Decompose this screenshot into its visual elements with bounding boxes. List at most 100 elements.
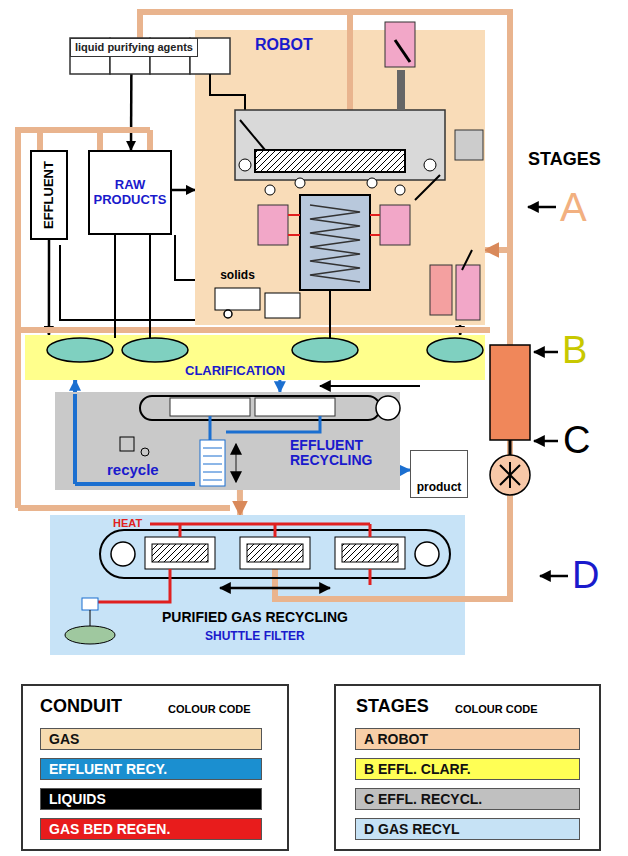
legend-swatch: D GAS RECYL xyxy=(355,818,580,840)
illustration-circle xyxy=(376,396,400,420)
illustration-rect xyxy=(380,205,410,245)
legend-swatch: C EFFL. RECYCL. xyxy=(355,788,580,810)
illustration-rect xyxy=(100,530,450,578)
illustration-path xyxy=(288,215,380,235)
illustration-circle xyxy=(424,159,436,171)
illustration-circle xyxy=(239,159,251,171)
illustration-path xyxy=(462,250,472,270)
illustration-path xyxy=(18,505,230,511)
illustration-circle xyxy=(111,542,135,566)
illustration-path xyxy=(528,206,556,209)
node-text: EFFLUENT RECYCLING xyxy=(290,438,400,469)
label-text: HEAT xyxy=(113,517,142,529)
illustration-rect xyxy=(255,150,405,172)
illustration-path xyxy=(140,12,510,345)
illustration-rect xyxy=(215,288,260,310)
illustration-path xyxy=(534,440,558,443)
illustration-path xyxy=(500,462,520,488)
illustration-rect xyxy=(456,265,480,320)
gas-column xyxy=(490,345,530,495)
legend-swatch: GAS BED REGEN. xyxy=(40,818,262,840)
label-text: STAGES xyxy=(356,697,429,717)
legend-text: C EFFL. RECYCL. xyxy=(364,791,482,807)
illustration-path xyxy=(75,394,195,484)
effluent-tank: EFFLUENT xyxy=(30,150,68,240)
legend-text: A ROBOT xyxy=(364,731,428,747)
illustration-path xyxy=(203,448,222,480)
conduit-connector xyxy=(48,240,51,335)
legend-text: LIQUIDS xyxy=(49,791,106,807)
illustration-path xyxy=(540,575,568,578)
illustration-rect xyxy=(335,537,405,569)
illustration-circle xyxy=(295,178,305,188)
recycling-panel xyxy=(55,392,400,490)
label-text: COLOUR CODE xyxy=(168,703,251,715)
illustration-rect xyxy=(82,598,98,610)
robot-stage-ground xyxy=(195,30,485,325)
illustration-circle xyxy=(367,178,377,188)
clarification-stage: CLARIFICATION xyxy=(25,335,485,380)
illustration-rect xyxy=(265,293,300,318)
illustration-path xyxy=(329,290,331,338)
gas-panel xyxy=(50,515,465,655)
legend-text: EFFLUENT RECY. xyxy=(49,761,167,777)
label-text: COLOUR CODE xyxy=(455,703,538,715)
product-box: product xyxy=(410,450,468,498)
raw-products-tanks: RAW PRODUCTS xyxy=(88,150,172,235)
node-text: product xyxy=(417,481,462,494)
agent-box: liquid purifying agents xyxy=(70,38,198,57)
gas-conduit xyxy=(18,12,510,599)
illustration-ellipse xyxy=(292,338,358,362)
legend-swatch: LIQUIDS xyxy=(40,788,262,810)
legend-text: GAS BED REGEN. xyxy=(49,821,170,837)
clarifier-tanks xyxy=(47,338,483,362)
conduit-connector xyxy=(400,469,410,472)
illustration-path xyxy=(18,327,490,333)
illustration-rect xyxy=(342,544,398,562)
gas-recycling-stage: PURIFIED GAS RECYCLING SHUTTLE FILTER xyxy=(50,515,465,655)
illustration-circle xyxy=(224,310,232,318)
illustration-rect xyxy=(145,537,215,569)
illustration-rect xyxy=(235,110,445,180)
label-text: CONDUIT xyxy=(40,697,122,717)
agent-tanks xyxy=(70,38,230,74)
node-text: ROBOT xyxy=(255,36,313,54)
illustration-rect xyxy=(490,345,530,440)
legend-swatch: B EFFL. CLARF. xyxy=(355,758,580,780)
illustration-ellipse xyxy=(122,338,188,362)
illustration-path xyxy=(90,524,370,602)
node-text: liquid purifying agents xyxy=(75,41,193,53)
illustration-rect xyxy=(455,130,483,160)
stage-letter: D xyxy=(572,555,599,597)
node-text: PURIFIED GAS RECYCLING xyxy=(162,610,348,625)
illustration-path xyxy=(395,40,410,62)
stage-pointers xyxy=(528,207,568,576)
illustration-path xyxy=(534,351,558,354)
node-text: CLARIFICATION xyxy=(185,364,285,378)
node-text: SHUTTLE FILTER xyxy=(205,630,305,643)
illustration-rect xyxy=(200,440,225,486)
legend-swatch: GAS xyxy=(40,728,262,750)
recycling-stage: recycle EFFLUENT RECYCLING xyxy=(55,392,400,490)
illustration-rect xyxy=(385,22,415,67)
illustration-path xyxy=(509,440,512,455)
solids-cart xyxy=(215,288,300,318)
illustration-path xyxy=(90,610,91,626)
illustration-circle xyxy=(265,185,275,195)
illustration-rect xyxy=(247,544,303,562)
illustration-ellipse xyxy=(427,338,483,362)
clarification-band xyxy=(25,335,485,380)
illustration-rect xyxy=(300,195,370,290)
legend-frame xyxy=(335,685,600,850)
illustration-circle xyxy=(415,542,439,566)
illustration-rect xyxy=(397,70,405,110)
legend-swatch: EFFLUENT RECY. xyxy=(40,758,262,780)
node-text: recycle xyxy=(107,462,159,479)
illustration-rect xyxy=(258,205,288,245)
legend-text: GAS xyxy=(49,731,79,747)
illustration-path xyxy=(220,587,330,590)
illustration-rect xyxy=(255,398,335,416)
illustration-path xyxy=(115,235,150,338)
illustration-circle xyxy=(141,448,149,456)
